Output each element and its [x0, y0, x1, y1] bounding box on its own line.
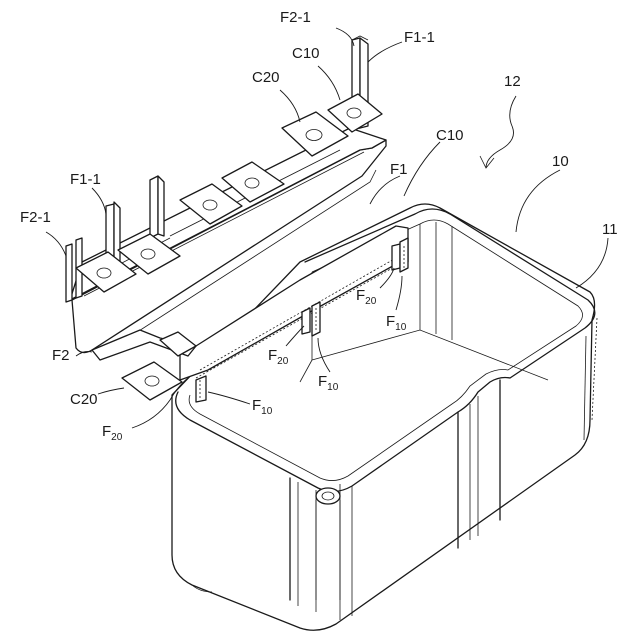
label-c20-top: C20 [252, 70, 280, 85]
label-c10-top: C10 [292, 46, 320, 61]
label-f10-a: F10 [386, 314, 406, 333]
label-f10-c: F10 [252, 398, 272, 417]
label-c10-mid: C10 [436, 128, 464, 143]
label-f20-b: F20 [268, 348, 288, 367]
label-f2-1-top: F2-1 [280, 10, 311, 25]
label-f1-1-top: F1-1 [404, 30, 435, 45]
label-f10-b: F10 [318, 374, 338, 393]
label-f1-1-left: F1-1 [70, 172, 101, 187]
label-c20-left: C20 [70, 392, 98, 407]
label-f2-1-left: F2-1 [20, 210, 51, 225]
label-f20-a: F20 [356, 288, 376, 307]
label-f2: F2 [52, 348, 70, 363]
label-ref-12: 12 [504, 74, 521, 89]
label-f1: F1 [390, 162, 408, 177]
label-ref-11: 11 [602, 222, 618, 237]
label-f20-c: F20 [102, 424, 122, 443]
label-ref-10: 10 [552, 154, 569, 169]
